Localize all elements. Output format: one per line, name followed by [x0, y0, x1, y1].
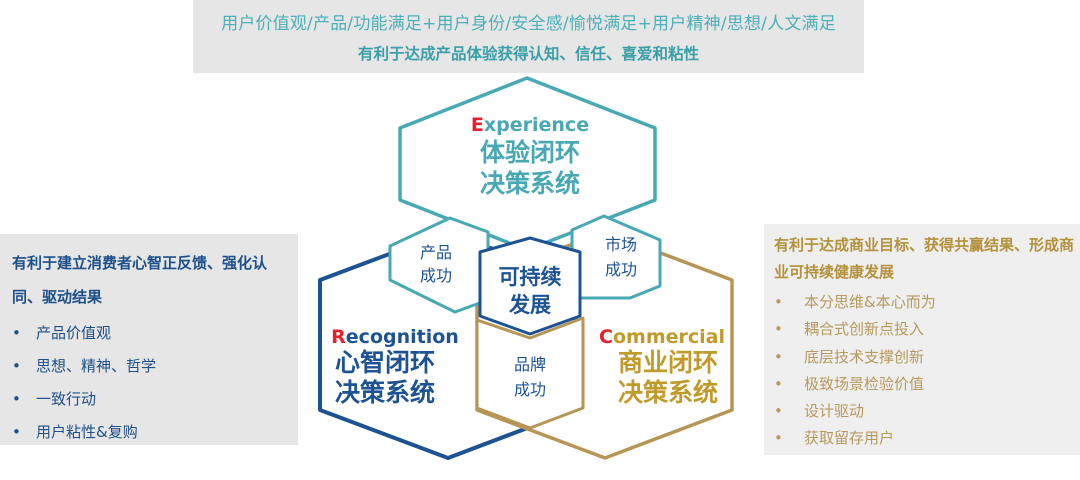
experience-line1: 体验闭环 — [480, 138, 580, 167]
list-item: •一致行动 — [12, 383, 156, 416]
right-panel-title: 有利于达成商业目标、获得共赢结果、形成商业可持续健康发展 — [774, 236, 1075, 281]
product-success-line1: 产品 — [420, 243, 452, 262]
bullet-icon: • — [12, 390, 21, 408]
experience-title: Experience — [471, 114, 589, 136]
bullet-icon: • — [12, 324, 21, 342]
commercial-line1: 商业闭环 — [618, 348, 718, 377]
right-info-panel: 有利于达成商业目标、获得共赢结果、形成商业可持续健康发展 •本分思维&本心而为 … — [764, 224, 1080, 455]
top-summary: 有利于达成产品体验获得认知、信任、喜爱和粘性 — [357, 45, 699, 63]
market-success-line2: 成功 — [605, 260, 637, 279]
product-success-line2: 成功 — [420, 266, 452, 285]
bullet-icon: • — [774, 293, 783, 311]
list-item: •产品价值观 — [12, 317, 156, 350]
left-panel-title: 有利于建立消费者心智正反馈、强化认同、驱动结果 — [12, 254, 268, 306]
bullet-icon: • — [774, 429, 783, 448]
bullet-icon: • — [774, 347, 783, 366]
right-bullet-list: •本分思维&本心而为 •耦合式创新点投入 •底层技术支撑创新 •极致场景检验价值… — [774, 289, 936, 453]
experience-line2: 决策系统 — [480, 169, 580, 198]
left-bullet-list: •产品价值观 •思想、精神、哲学 •一致行动 •用户粘性&复购 — [12, 317, 156, 449]
list-item: •思想、精神、哲学 — [12, 350, 156, 383]
recognition-title: Recognition — [331, 326, 459, 348]
brand-success-cell — [475, 316, 585, 430]
list-item: •用户粘性&复购 — [12, 416, 156, 449]
commercial-rest: ommercial — [613, 326, 725, 348]
bullet-icon: • — [774, 374, 783, 393]
recognition-rest: ecognition — [346, 326, 459, 348]
experience-hexagon — [398, 76, 657, 252]
brand-success-line1: 品牌 — [514, 355, 546, 374]
list-item: •极致场景检验价值 — [774, 371, 936, 398]
commercial-title: Commercial — [599, 326, 725, 348]
list-item: •底层技术支撑创新 — [774, 344, 936, 371]
recognition-initial: R — [331, 326, 346, 348]
bullet-icon: • — [12, 423, 21, 441]
commercial-initial: C — [599, 326, 613, 348]
product-success-cell — [388, 216, 490, 314]
brand-success-line2: 成功 — [514, 380, 546, 399]
list-item: •本分思维&本心而为 — [774, 289, 936, 316]
bullet-icon: • — [774, 320, 783, 339]
commercial-line2: 决策系统 — [618, 378, 718, 407]
list-item: •获取留存用户 — [774, 425, 936, 452]
market-success-line1: 市场 — [605, 235, 637, 254]
list-item: •耦合式创新点投入 — [774, 316, 936, 343]
recognition-line1: 心智闭环 — [335, 348, 435, 377]
recognition-line2: 决策系统 — [335, 378, 435, 407]
center-sustainable-cell — [478, 236, 582, 336]
top-info-panel: 用户价值观/产品/功能满足+用户身份/安全感/愉悦满足+用户精神/思想/人文满足… — [193, 0, 864, 73]
bullet-icon: • — [12, 357, 21, 375]
top-description: 用户价值观/产品/功能满足+用户身份/安全感/愉悦满足+用户精神/思想/人文满足 — [221, 14, 836, 34]
list-item: •设计驱动 — [774, 398, 936, 425]
center-sustainable-line2: 发展 — [508, 293, 551, 317]
experience-rest: xperience — [484, 114, 589, 136]
market-success-cell — [570, 214, 662, 300]
center-sustainable-line1: 可持续 — [499, 265, 562, 289]
left-info-panel: 有利于建立消费者心智正反馈、强化认同、驱动结果 •产品价值观 •思想、精神、哲学… — [0, 234, 298, 445]
bullet-icon: • — [774, 402, 783, 421]
experience-initial: E — [471, 114, 484, 136]
